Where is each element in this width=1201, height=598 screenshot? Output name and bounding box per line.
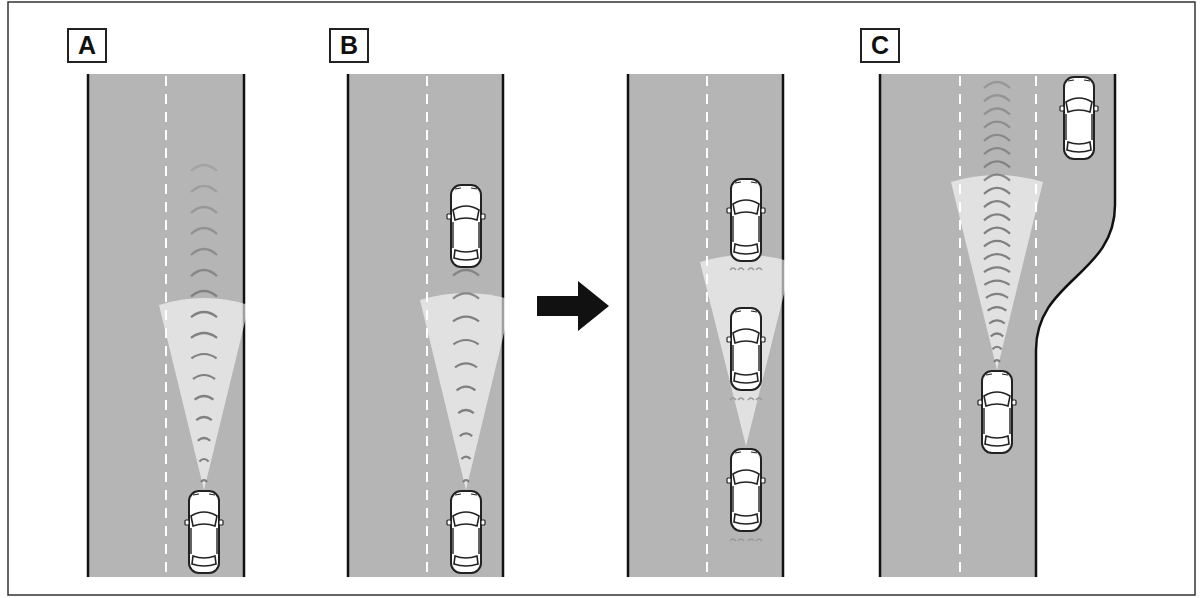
radar-wave — [201, 480, 207, 482]
vehicles — [185, 77, 1098, 573]
radar-wave — [453, 340, 478, 344]
radar-wave — [195, 396, 214, 400]
brake-mark — [756, 539, 762, 541]
radar-wave — [994, 360, 1000, 362]
radar-wave — [453, 317, 479, 322]
radar-wave — [193, 375, 215, 379]
radar-wave — [984, 267, 1010, 272]
panel-letter: B — [340, 33, 358, 58]
radar-wave — [984, 95, 1010, 101]
brake-mark — [748, 268, 754, 270]
brake-marks — [730, 268, 762, 541]
radar-wave — [453, 293, 479, 298]
panel-label-box: A — [67, 28, 107, 63]
frame — [8, 2, 1195, 595]
brake-mark — [756, 268, 762, 270]
radar-wave — [191, 186, 217, 192]
radar-wave — [191, 354, 216, 358]
radar-cone — [420, 293, 512, 490]
radar-wave — [191, 291, 217, 297]
radar-wave — [986, 294, 1008, 298]
radar-wave — [191, 333, 217, 338]
radar-wave — [991, 334, 1003, 337]
radar-wave — [984, 241, 1010, 247]
radar-wave — [199, 459, 208, 461]
radar-wave — [461, 457, 470, 459]
radar-cone — [700, 255, 792, 446]
road — [880, 74, 1115, 577]
radar-wave — [984, 281, 1009, 285]
brake-mark — [730, 398, 736, 400]
radar-wave — [984, 122, 1010, 128]
radar-wave — [989, 320, 1005, 323]
radar-wave — [984, 214, 1010, 220]
radar-wave — [984, 188, 1010, 194]
radar-wave — [984, 201, 1010, 207]
radar-wave — [984, 228, 1010, 234]
radar-wave — [988, 307, 1007, 311]
radar-wave — [191, 312, 217, 317]
radar-cone — [159, 298, 249, 490]
brake-mark — [748, 398, 754, 400]
radar-wave — [191, 270, 217, 276]
radar-wave — [191, 228, 217, 234]
radar-wave — [191, 249, 217, 255]
panel-letter: A — [78, 33, 96, 58]
brake-mark — [730, 268, 736, 270]
radar-cone — [951, 175, 1043, 370]
radar-wave — [453, 270, 479, 276]
radar-wave — [458, 410, 474, 413]
brake-mark — [756, 398, 762, 400]
radar-wave — [984, 254, 1010, 259]
brake-mark — [738, 539, 744, 541]
radar-wave — [992, 347, 1001, 349]
radar-wave — [984, 148, 1010, 154]
brake-mark — [738, 268, 744, 270]
radar-wave — [984, 175, 1010, 181]
radar-wave — [984, 108, 1010, 114]
radar-wave — [191, 165, 217, 171]
brake-mark — [730, 539, 736, 541]
road — [628, 74, 783, 577]
brake-mark — [748, 539, 754, 541]
radar-waves — [159, 82, 1043, 490]
arrow — [537, 281, 609, 331]
radar-wave — [455, 363, 477, 367]
radar-wave — [196, 417, 212, 420]
panel-letter: C — [871, 33, 889, 58]
radar-wave — [460, 433, 472, 436]
panel-label-box: B — [329, 28, 369, 63]
radar-wave — [463, 480, 469, 482]
radar-wave — [198, 438, 210, 441]
radar-wave — [191, 207, 217, 213]
brake-mark — [738, 398, 744, 400]
panel-label-box: C — [860, 28, 900, 63]
radar-wave — [984, 135, 1010, 141]
radar-wave — [984, 161, 1010, 167]
radar-wave — [457, 387, 476, 391]
radar-wave — [984, 82, 1010, 88]
